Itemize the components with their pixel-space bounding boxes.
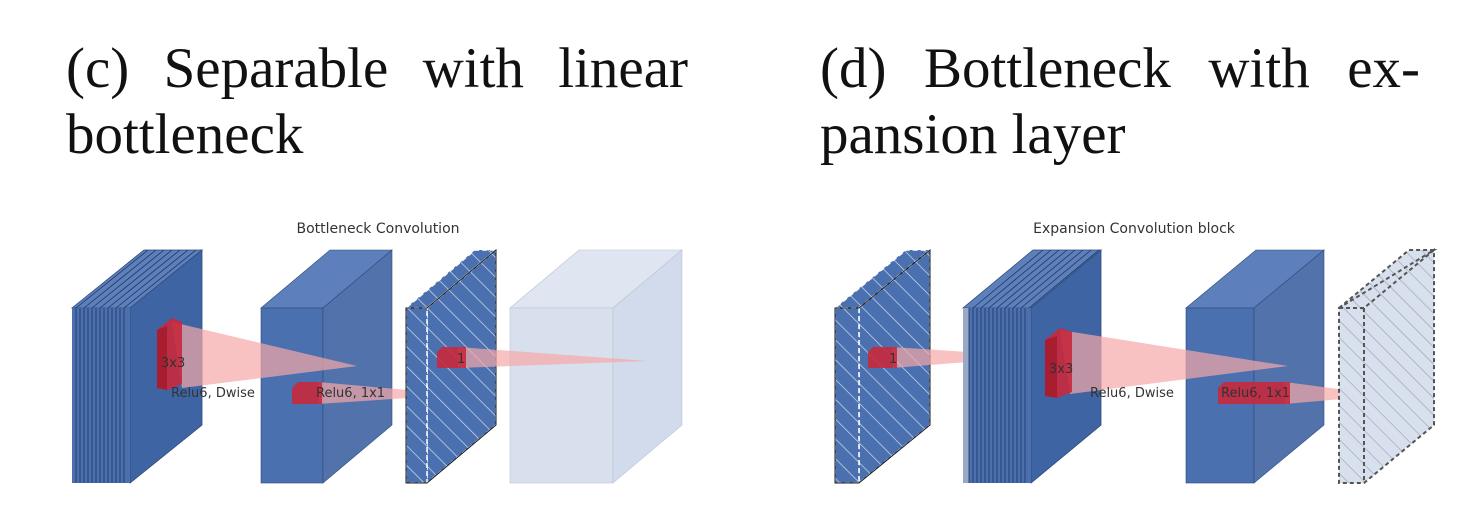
pointwise-op-label-d: Relu6, 1x1	[1221, 386, 1290, 401]
pointwise-op-label-c: Relu6, 1x1	[316, 386, 385, 401]
pointwise-projection-cone-d	[1285, 382, 1376, 404]
caption-panel-c: (c) Separable with linear bottleneck	[66, 37, 688, 166]
depthwise-projection-cone-c	[172, 322, 357, 388]
kernel-1-c	[437, 347, 466, 368]
next-layer-tensor-c	[509, 249, 683, 484]
next-projection-cone-c	[458, 347, 648, 368]
expansion-projection-cone-d	[892, 347, 968, 368]
kernel-3x3-label-c: 3x3	[161, 356, 185, 371]
kernel-3x3-c	[157, 318, 182, 390]
caption-panel-d: (d) Bottleneck with ex- pansion layer	[820, 37, 1420, 166]
pointwise-projection-cone-c	[318, 382, 408, 404]
kernel-1x1-c	[292, 382, 322, 404]
kernel-3x3-label-d: 3x3	[1049, 362, 1073, 377]
depthwise-output-tensor-d	[1185, 249, 1325, 484]
kernel-1x1-d	[1218, 382, 1290, 404]
diagram-panel-c: 3x3 Relu6, Dwise Relu6, 1x1 1	[70, 248, 683, 485]
depthwise-projection-cone-d	[1060, 330, 1288, 394]
dwise-op-label-d: Relu6, Dwise	[1090, 386, 1174, 401]
output-bottleneck-slab-d	[1338, 247, 1438, 484]
kernel-1-label-d: 1	[889, 352, 897, 367]
diagram-panel-d: 1	[832, 247, 1438, 485]
kernel-3x3-d	[1045, 328, 1072, 398]
diagram-title-expansion-convolution-block: Expansion Convolution block	[1033, 221, 1235, 237]
dwise-op-label-c: Relu6, Dwise	[171, 386, 255, 401]
kernel-1-d	[868, 347, 897, 368]
diagram-title-bottleneck-convolution: Bottleneck Convolution	[296, 221, 460, 237]
kernel-1-label-c: 1	[457, 352, 465, 367]
